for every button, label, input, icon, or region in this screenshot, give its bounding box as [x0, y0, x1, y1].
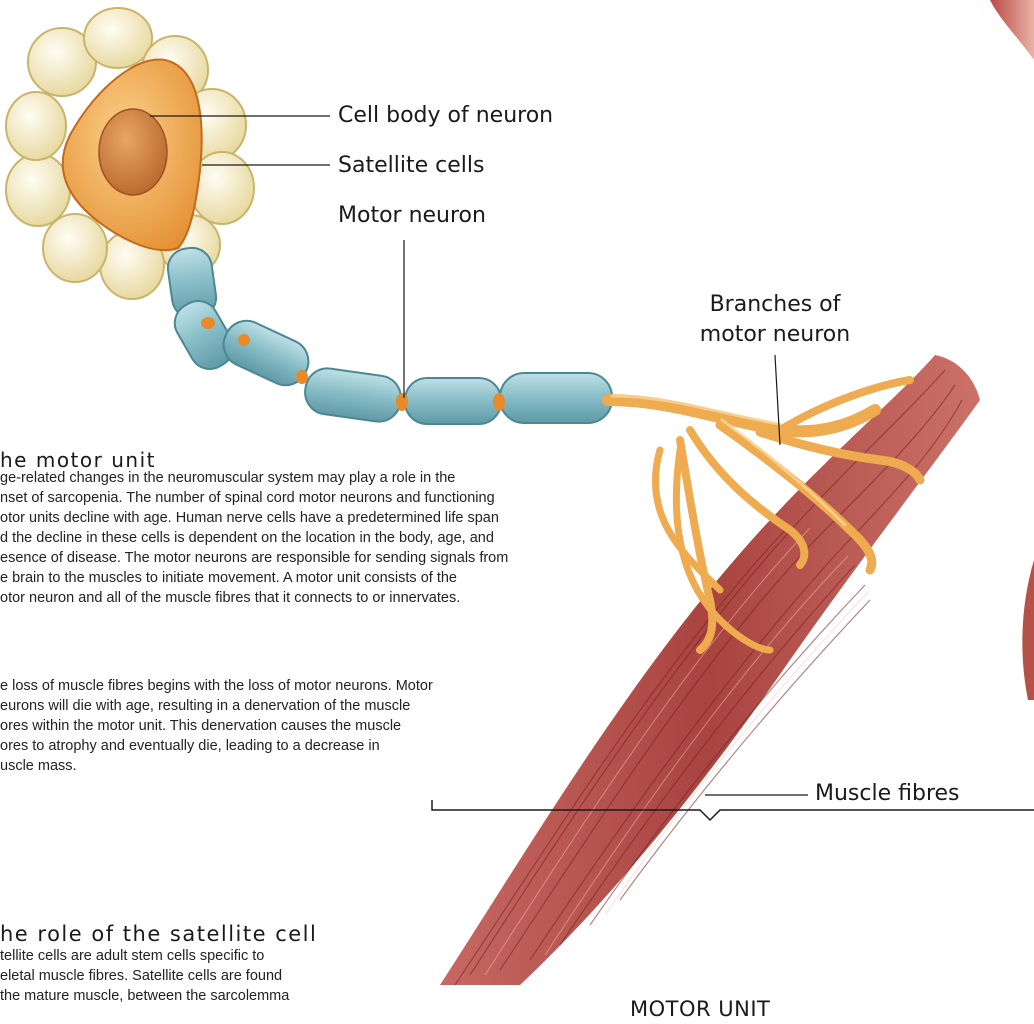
- text-line: tellite cells are adult stem cells speci…: [0, 946, 289, 966]
- text-line: d the decline in these cells is dependen…: [0, 528, 508, 548]
- label-branches: Branches of motor neuron: [690, 290, 860, 350]
- label-muscle-fibres: Muscle fibres: [815, 781, 960, 806]
- text-line: eletal muscle fibres. Satellite cells ar…: [0, 966, 289, 986]
- muscle-edge-right: [1022, 560, 1034, 700]
- label-branches-line1: Branches of: [690, 290, 860, 320]
- label-satellite-cells: Satellite cells: [338, 153, 484, 178]
- text-line: the mature muscle, between the sarcolemm…: [0, 986, 289, 1006]
- section-motor-unit-paragraph-2: e loss of muscle fibres begins with the …: [0, 676, 433, 776]
- text-line: esence of disease. The motor neurons are…: [0, 548, 508, 568]
- text-line: ge-related changes in the neuromuscular …: [0, 468, 508, 488]
- muscle-edge-top: [990, 0, 1034, 60]
- text-line: uscle mass.: [0, 756, 433, 776]
- section-motor-unit-paragraph-1: ge-related changes in the neuromuscular …: [0, 468, 508, 608]
- label-cell-body: Cell body of neuron: [338, 103, 553, 128]
- label-branches-line2: motor neuron: [690, 320, 860, 350]
- muscle-fibres-bundle: [440, 355, 980, 985]
- text-line: e brain to the muscles to initiate movem…: [0, 568, 508, 588]
- section-satellite-cell-paragraph: tellite cells are adult stem cells speci…: [0, 946, 289, 1006]
- section-heading-satellite-cell: he role of the satellite cell: [0, 922, 317, 946]
- text-line: ores to atrophy and eventually die, lead…: [0, 736, 433, 756]
- text-line: nset of sarcopenia. The number of spinal…: [0, 488, 508, 508]
- text-line: otor neuron and all of the muscle fibres…: [0, 588, 508, 608]
- axon: [165, 245, 612, 424]
- text-line: ores within the motor unit. This denerva…: [0, 716, 433, 736]
- text-line: e loss of muscle fibres begins with the …: [0, 676, 433, 696]
- label-motor-unit: MOTOR UNIT: [630, 997, 770, 1021]
- text-line: eurons will die with age, resulting in a…: [0, 696, 433, 716]
- text-line: otor units decline with age. Human nerve…: [0, 508, 508, 528]
- neuron-nucleus: [99, 109, 167, 195]
- label-motor-neuron: Motor neuron: [338, 203, 486, 228]
